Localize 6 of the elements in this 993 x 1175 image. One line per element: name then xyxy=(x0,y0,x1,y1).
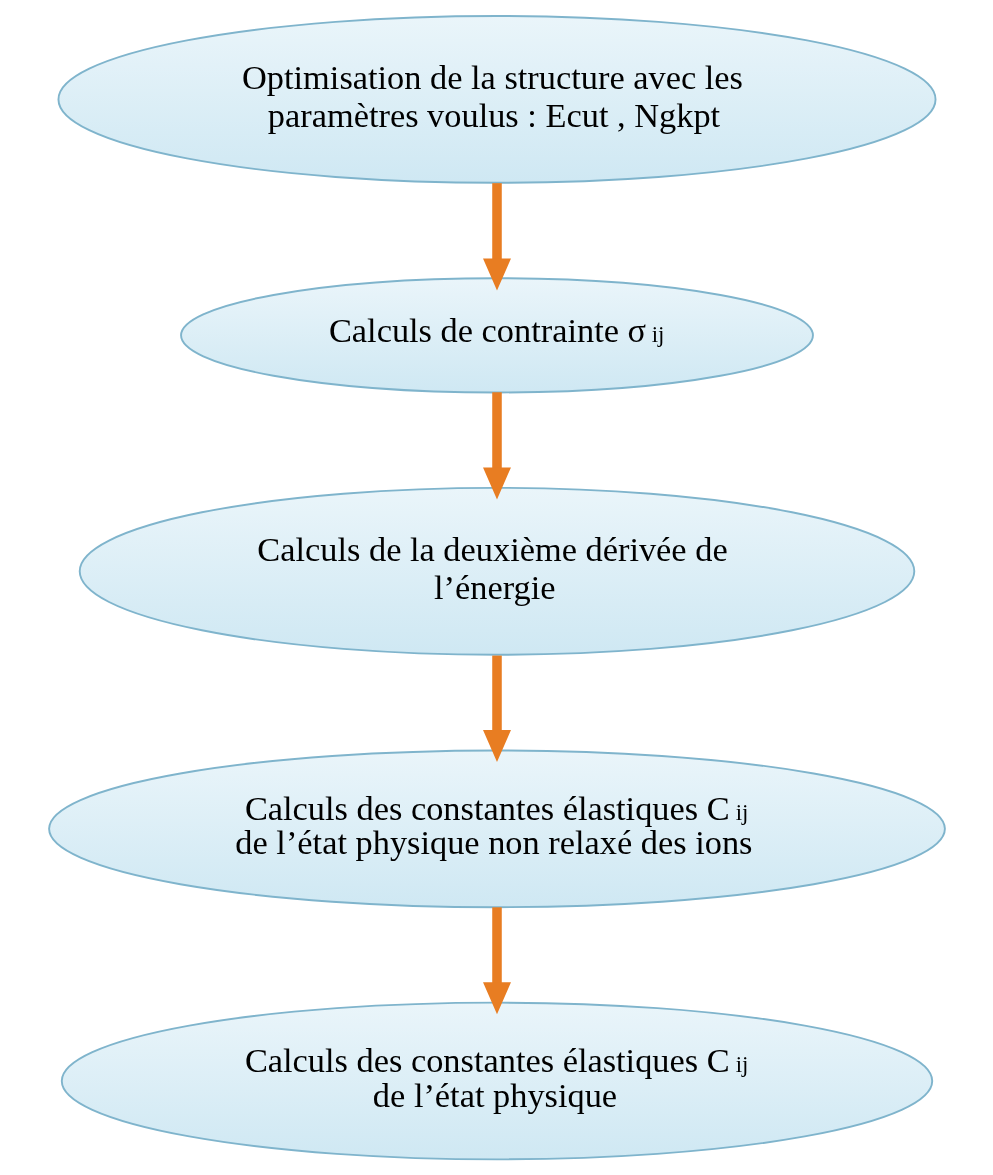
arrow xyxy=(482,907,511,1015)
node-ellipse: Optimisation de la structure avec les paramètres voulus : Ecut , Ngkpt xyxy=(57,15,936,184)
arrow xyxy=(482,392,511,500)
node-ellipse: Calculs de la deuxième dérivée de l’énergie xyxy=(78,486,915,656)
arrow xyxy=(482,183,511,291)
arrow xyxy=(482,655,511,763)
